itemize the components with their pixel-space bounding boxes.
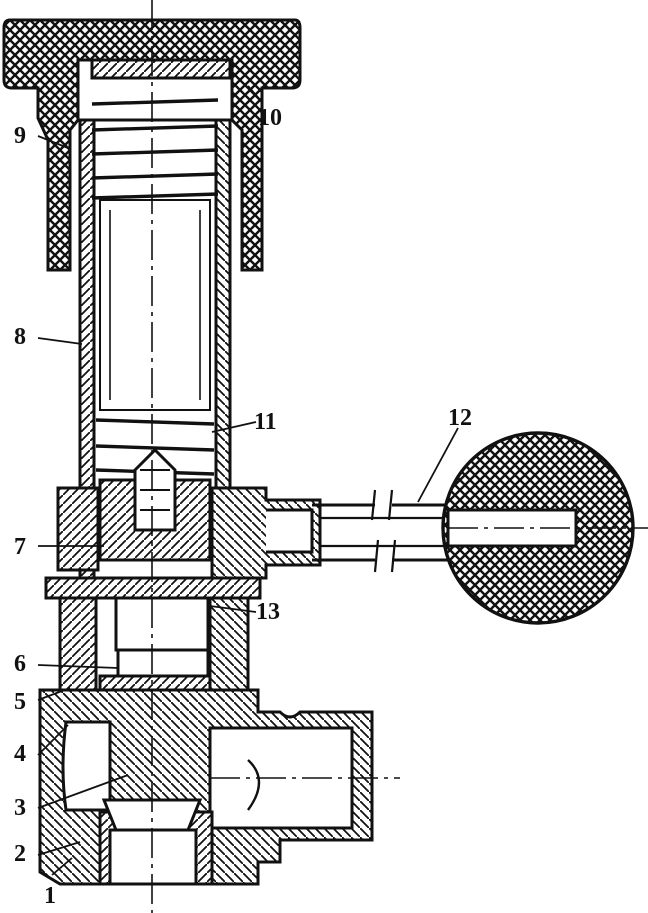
callout-2: 2 xyxy=(14,841,26,867)
callout-4: 4 xyxy=(14,741,26,767)
valve-disc xyxy=(98,447,212,562)
upper-spring xyxy=(91,98,219,200)
callout-10: 10 xyxy=(258,105,282,131)
handwheel-cap xyxy=(2,18,302,272)
callout-1: 1 xyxy=(44,883,56,909)
callout-13: 13 xyxy=(256,599,280,625)
valve-body xyxy=(38,688,374,886)
callout-3: 3 xyxy=(14,795,26,821)
callout-5: 5 xyxy=(14,689,26,715)
valve-bonnet-block xyxy=(44,486,322,600)
callout-12: 12 xyxy=(448,405,472,431)
callout-11: 11 xyxy=(254,409,277,435)
callout-9: 9 xyxy=(14,123,26,149)
callout-6: 6 xyxy=(14,651,26,677)
leader-lines xyxy=(37,85,459,876)
callout-7: 7 xyxy=(14,534,26,560)
callout-8: 8 xyxy=(14,324,26,350)
center-lines xyxy=(151,0,648,913)
